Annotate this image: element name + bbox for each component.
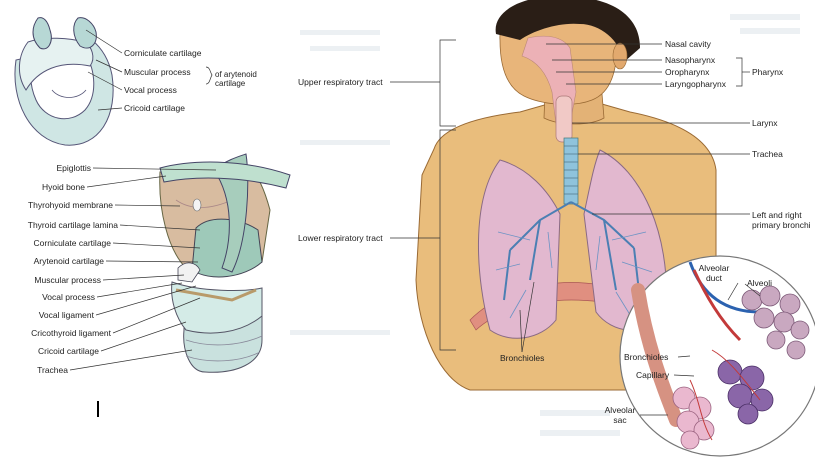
- label-arytenoid-cartilage: Arytenoid cartilage: [33, 256, 104, 266]
- label-alveoli: Alveoli: [747, 278, 773, 288]
- label-inset-bronchioles: Bronchioles: [624, 352, 669, 362]
- text-cursor: [97, 401, 99, 417]
- label-arytenoid-brace-line1: of arytenoid: [215, 70, 257, 79]
- label-cricothyroid-ligament: Cricothyroid ligament: [31, 328, 111, 338]
- label-muscular-process: Muscular process: [124, 67, 191, 77]
- label-vocal-process: Vocal process: [124, 85, 177, 95]
- cricoid-leader-lines: [85, 29, 213, 111]
- label-arytenoid-brace-line2: cartilage: [215, 79, 246, 88]
- label-alveolar-duct-line1: Alveolar: [698, 263, 730, 273]
- label-vocal-process-larynx: Vocal process: [42, 292, 95, 302]
- larynx-illustration: [159, 153, 291, 373]
- label-hyoid-bone: Hyoid bone: [41, 182, 85, 192]
- inset-leader-lines: [640, 282, 761, 416]
- respiratory-leader-lines: [390, 39, 750, 353]
- label-alveolar-sac-line2: sac: [613, 415, 627, 425]
- label-lower-respiratory-tract: Lower respiratory tract: [298, 233, 383, 243]
- alveoli-inset: [619, 255, 815, 457]
- label-cricoid-cartilage-larynx: Cricoid cartilage: [38, 346, 99, 356]
- label-alveolar-sac-line1: Alveolar: [604, 405, 636, 415]
- label-nasal-cavity: Nasal cavity: [665, 39, 711, 49]
- cricoid-ring-illustration: [14, 17, 114, 146]
- label-laryngopharynx: Laryngopharynx: [665, 79, 726, 89]
- label-capillary: Capillary: [636, 370, 670, 380]
- label-trachea: Trachea: [752, 149, 783, 159]
- label-trachea-larynx: Trachea: [37, 365, 68, 375]
- label-pharynx: Pharynx: [752, 67, 784, 77]
- label-cricoid-cartilage: Cricoid cartilage: [124, 103, 185, 113]
- larynx-leader-lines: [69, 167, 217, 371]
- label-vocal-ligament: Vocal ligament: [38, 310, 94, 320]
- label-bronchi-line1: Left and right: [752, 210, 802, 220]
- label-larynx: Larynx: [752, 118, 778, 128]
- label-thyroid-cartilage-lamina: Thyroid cartilage lamina: [27, 220, 118, 230]
- label-upper-respiratory-tract: Upper respiratory tract: [298, 77, 383, 87]
- label-bronchioles: Bronchioles: [500, 353, 545, 363]
- label-epiglottis: Epiglottis: [56, 163, 92, 173]
- label-corniculate-cartilage-larynx: Corniculate cartilage: [33, 238, 111, 248]
- label-alveolar-duct-line2: duct: [705, 273, 723, 283]
- background-faint-text: [290, 14, 800, 436]
- label-oropharynx: Oropharynx: [665, 67, 710, 77]
- label-corniculate-cartilage: Corniculate cartilage: [124, 48, 202, 58]
- label-bronchi-line2: primary bronchi: [752, 220, 811, 230]
- label-thyrohyoid-membrane: Thyrohyoid membrane: [27, 200, 113, 210]
- label-muscular-process-larynx: Muscular process: [34, 275, 101, 285]
- label-nasopharynx: Nasopharynx: [665, 55, 716, 65]
